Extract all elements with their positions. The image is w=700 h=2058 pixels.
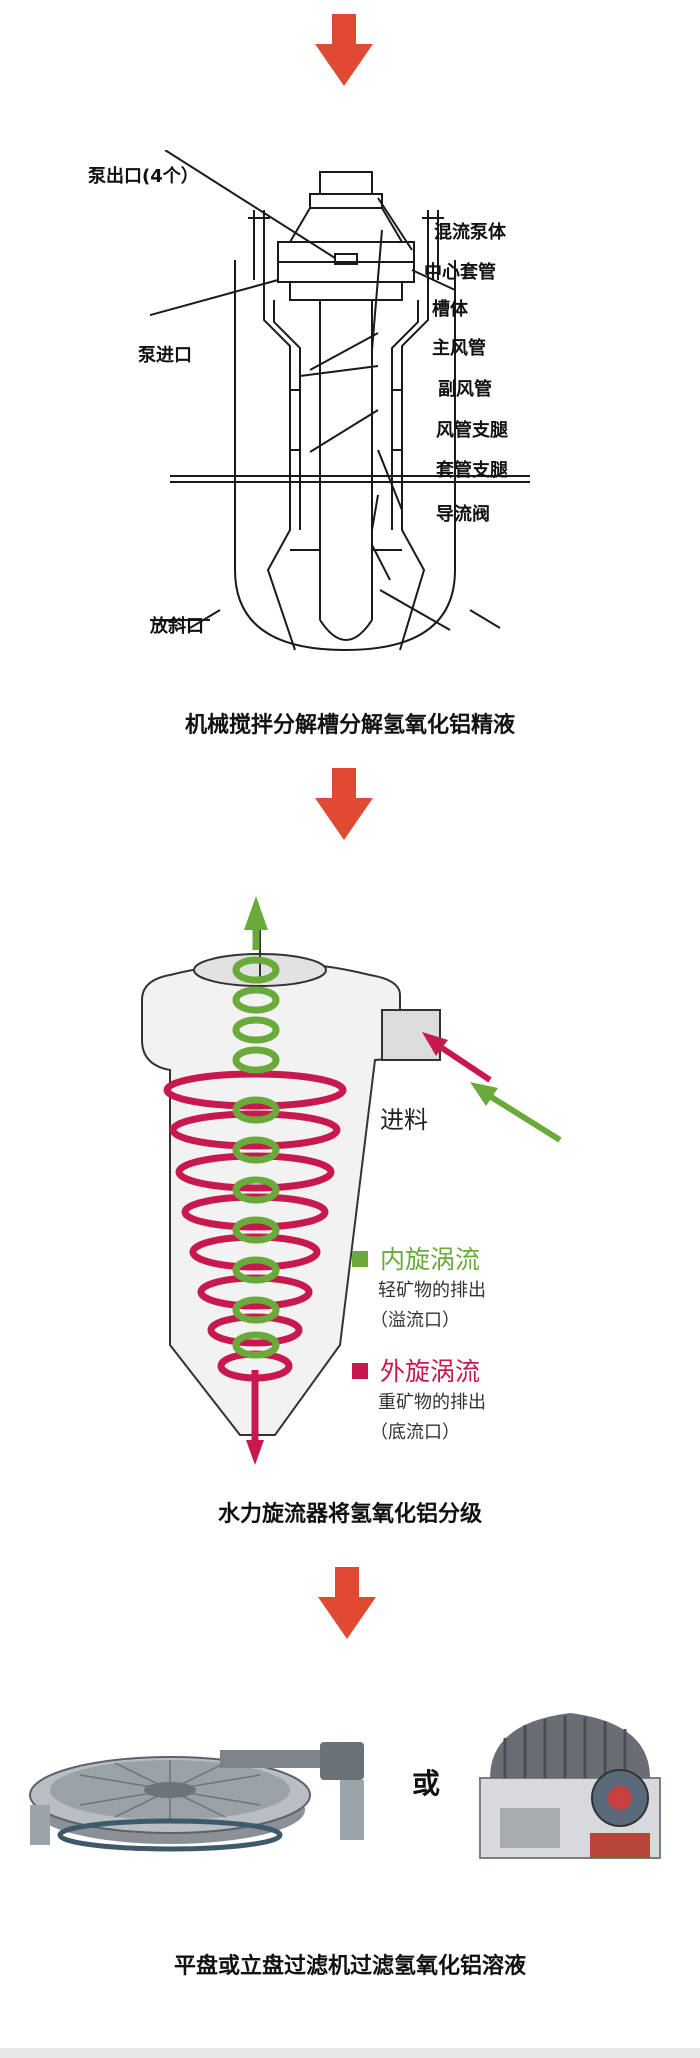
inner-vortex-swatch: [352, 1251, 368, 1267]
label-pump-inlet: 泵进口: [138, 345, 192, 366]
disc-filter-image: [479, 1713, 661, 1859]
caption-tank: 机械搅拌分解槽分解氢氧化铝精液: [184, 713, 515, 738]
legend-inner-sub1: 轻矿物的排出: [378, 1280, 486, 1301]
legend-inner-sub2: （溢流口）: [370, 1310, 460, 1331]
decomposition-tank-diagram: [150, 150, 530, 652]
horizontal-pan-filter-image: [29, 1742, 364, 1852]
label-mixed-pump: 混流泵体: [434, 222, 506, 243]
label-drain: 放斜口: [150, 616, 204, 637]
label-main-air-pipe: 主风管: [432, 338, 486, 359]
label-sleeve-leg: 套管支腿: [436, 460, 508, 481]
label-guide-valve: 导流阀: [436, 504, 490, 525]
or-text: 或: [412, 1767, 441, 1800]
legend-outer-title: 外旋涡流: [380, 1357, 481, 1386]
hydrocyclone-diagram: [141, 896, 562, 1465]
down-arrow-icon: [315, 14, 373, 86]
legend-inner-title: 内旋涡流: [380, 1245, 481, 1274]
bottom-divider: [0, 2048, 700, 2058]
caption-hydrocyclone: 水力旋流器将氢氧化铝分级: [217, 1502, 482, 1527]
label-air-pipe-leg: 风管支腿: [436, 420, 508, 441]
legend-outer-sub1: 重矿物的排出: [378, 1392, 486, 1413]
label-pump-outlet: 泵出口(4个）: [88, 166, 199, 187]
label-feed: 进料: [380, 1106, 428, 1134]
label-tank: 槽体: [432, 299, 468, 320]
caption-filter: 平盘或立盘过滤机过滤氢氧化铝溶液: [173, 1954, 526, 1979]
down-arrow-icon: [318, 1567, 376, 1639]
label-center-sleeve: 中心套管: [424, 262, 496, 283]
outer-vortex-swatch: [352, 1363, 368, 1379]
legend-outer-sub2: （底流口）: [370, 1422, 460, 1443]
label-aux-air-pipe: 副风管: [438, 379, 492, 400]
down-arrow-icon: [315, 768, 373, 840]
